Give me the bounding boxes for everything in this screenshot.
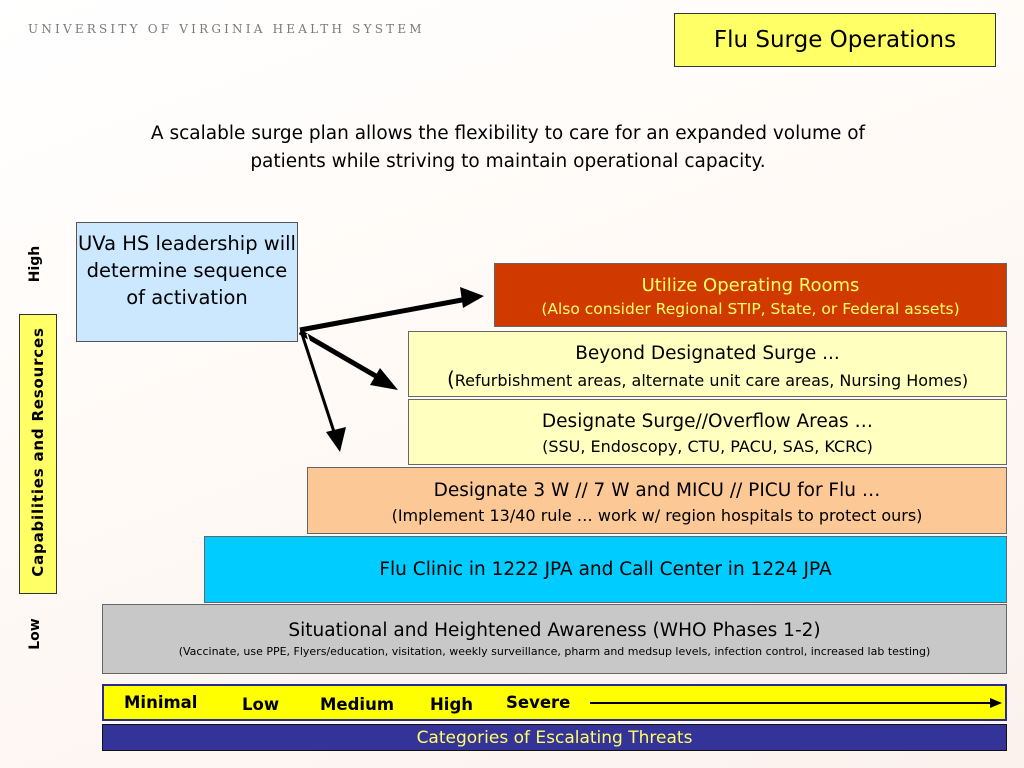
- tier-flu-clinic-title: Flu Clinic in 1222 JPA and Call Center i…: [379, 559, 832, 580]
- tier-designate-units: Designate 3 W // 7 W and MICU // PICU fo…: [307, 467, 1007, 534]
- arrow-to-beyond-surge-head: [370, 368, 398, 390]
- tier-awareness: Situational and Heightened Awareness (WH…: [102, 604, 1007, 674]
- arrow-to-operating-rooms-head: [460, 287, 484, 308]
- organization-name: UNIVERSITY OF VIRGINIA HEALTH SYSTEM: [28, 22, 425, 36]
- tier-beyond-surge-title: Beyond Designated Surge ...: [575, 343, 840, 364]
- page-title: Flu Surge Operations: [674, 13, 996, 67]
- tier-flu-clinic: Flu Clinic in 1222 JPA and Call Center i…: [204, 536, 1007, 603]
- arrow-to-designate-surge-inner: [306, 333, 340, 437]
- subtitle-line-2: patients while striving to maintain oper…: [250, 151, 766, 172]
- leadership-box: UVa HS leadership will determine sequenc…: [76, 222, 298, 342]
- tier-awareness-title: Situational and Heightened Awareness (WH…: [288, 620, 821, 641]
- capabilities-axis-box: [19, 314, 57, 594]
- tier-beyond-surge: Beyond Designated Surge ... (Refurbishme…: [408, 331, 1007, 397]
- tier-operating-rooms-detail: (Also consider Regional STIP, State, or …: [541, 300, 960, 318]
- tier-designate-units-title: Designate 3 W // 7 W and MICU // PICU fo…: [433, 480, 881, 501]
- tier-beyond-surge-detail: Refurbishment areas, alternate unit care…: [454, 371, 969, 390]
- threat-level-medium: Medium: [320, 695, 395, 714]
- subtitle-line-1: A scalable surge plan allows the flexibi…: [150, 123, 866, 144]
- subtitle: A scalable surge plan allows the flexibi…: [80, 120, 936, 176]
- tier-designate-surge-title: Designate Surge//Overflow Areas …: [541, 411, 874, 432]
- tier-operating-rooms-title: Utilize Operating Rooms: [641, 275, 860, 296]
- threat-level-low: Low: [242, 695, 280, 714]
- arrow-to-operating-rooms: [299, 294, 479, 333]
- threat-level-high: High: [430, 695, 474, 714]
- threat-escalation-arrow-head: [990, 698, 1002, 708]
- categories-bar: Categories of Escalating Threats: [102, 724, 1007, 751]
- arrow-to-beyond-surge: [298, 329, 388, 385]
- tier-designate-surge-detail: (SSU, Endoscopy, CTU, PACU, SAS, KCRC): [542, 437, 873, 456]
- tier-designate-units-detail: (Implement 13/40 rule … work w/ region h…: [391, 506, 923, 525]
- tier-operating-rooms: Utilize Operating Rooms (Also consider R…: [494, 263, 1007, 327]
- arrow-to-designate-surge: [300, 333, 338, 439]
- tier-beyond-surge-paren: (: [446, 367, 455, 391]
- tier-designate-surge: Designate Surge//Overflow Areas … (SSU, …: [408, 399, 1007, 465]
- tier-beyond-surge-detail-wrap: (Refurbishment areas, alternate unit car…: [409, 366, 1006, 394]
- arrow-to-designate-surge-head: [326, 427, 346, 452]
- threat-level-minimal: Minimal: [124, 693, 198, 712]
- threat-level-severe: Severe: [506, 693, 571, 712]
- tier-awareness-detail: (Vaccinate, use PPE, Flyers/education, v…: [178, 645, 931, 658]
